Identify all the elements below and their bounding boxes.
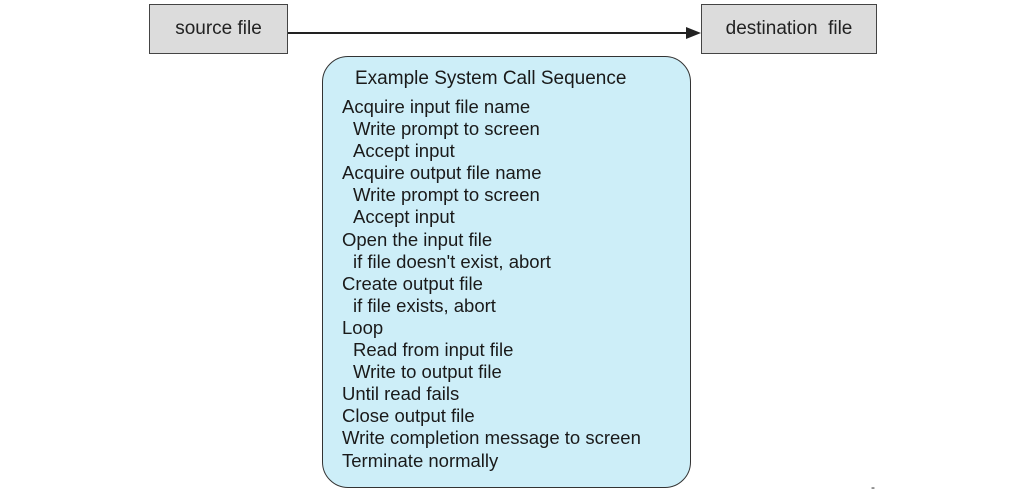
sequence-step: Write completion message to screen	[342, 427, 641, 449]
sequence-step: Read from input file	[353, 339, 514, 361]
destination-file-box: destination file	[701, 4, 877, 54]
arrow-head	[686, 27, 701, 39]
sequence-step: Until read fails	[342, 383, 460, 405]
destination-file-label: destination file	[725, 18, 853, 39]
sequence-step: if file exists, abort	[353, 294, 496, 316]
sequence-step: Acquire output file name	[342, 162, 542, 184]
source-file-label: source file	[175, 18, 262, 39]
sequence-step: Terminate normally	[342, 449, 499, 471]
sequence-step: if file doesn't exist, abort	[353, 250, 551, 272]
sequence-step: Write to output file	[353, 361, 502, 383]
source-file-box: source file	[149, 4, 288, 54]
system-call-sequence-box: Example System Call Sequence Acquire inp…	[322, 56, 691, 488]
sequence-step: Create output file	[342, 272, 483, 294]
sequence-step: Accept input	[353, 206, 455, 228]
sequence-step: Open the input file	[342, 228, 493, 250]
flow-arrow	[288, 27, 701, 39]
corner-mark: -	[871, 480, 875, 494]
sequence-title: Example System Call Sequence	[355, 68, 627, 89]
sequence-step: Write prompt to screen	[353, 118, 540, 140]
sequence-step: Close output file	[342, 405, 475, 427]
sequence-step: Accept input	[353, 140, 455, 162]
sequence-step: Write prompt to screen	[353, 184, 540, 206]
sequence-step: Loop	[342, 316, 384, 338]
sequence-step: Acquire input file name	[342, 96, 531, 117]
